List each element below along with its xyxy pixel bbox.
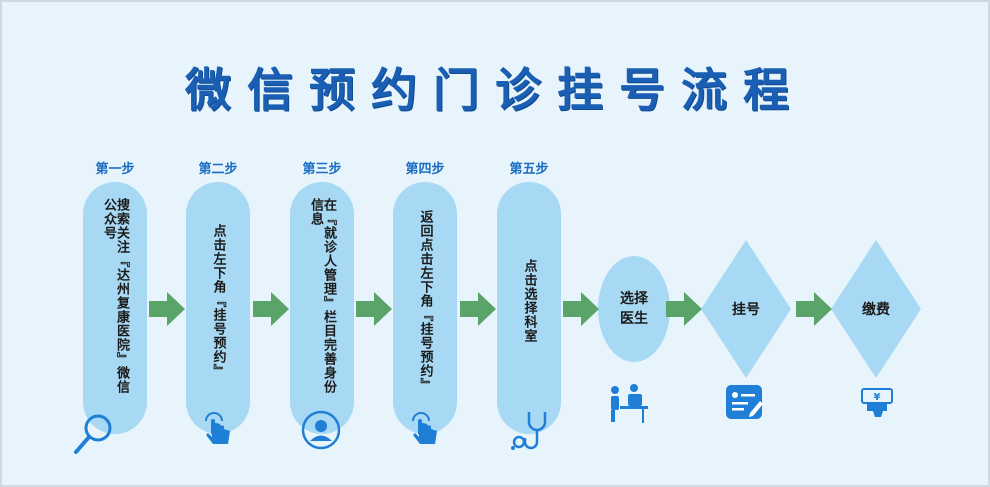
arrow-right-icon [563,292,599,326]
register-diamond: 挂号 [701,240,791,378]
step-1-label: 第一步 [95,162,135,177]
stethoscope-icon [511,412,547,450]
arrow-right-icon [253,292,289,326]
register-form-icon [726,385,763,419]
payment-hand-icon: ¥ [861,388,893,417]
arrow-right-icon [356,292,392,326]
step-3-label: 第三步 [302,162,342,177]
svg-text:¥: ¥ [874,392,881,403]
page-title: 微信预约门诊挂号流程 [185,63,805,117]
step-4-label: 第四步 [405,162,445,177]
step-5-box: 点击选择科室 [497,182,561,434]
step-1-box: 搜索关注『达州复康医院』微信公众号 [83,182,147,434]
step-3-box: 在『就诊人管理』栏目完善身份信息 [290,182,354,434]
register-text: 挂号 [732,302,760,318]
step-4-text: 返回点击左下角『挂号预约』 [417,209,433,392]
step-3-text: 在『就诊人管理』栏目完善身份信息 [308,198,336,394]
step-5-label: 第五步 [509,162,549,177]
person-icon [301,410,341,450]
step-5-text: 点击选择科室 [521,258,537,343]
payment-diamond: 缴费 [831,240,921,378]
payment-text: 缴费 [862,302,890,318]
tap-hand-icon [205,412,230,444]
step-2-text: 点击左下角『挂号预约』 [210,223,226,378]
tap-hand-icon [412,412,437,444]
step-4-box: 返回点击左下角『挂号预约』 [393,182,457,434]
step-2-box: 点击左下角『挂号预约』 [186,182,250,434]
step-2-label: 第二步 [198,162,238,177]
magnifier-icon [74,414,112,454]
arrow-right-icon [666,292,702,326]
select-doctor-oval: 选择医生 [598,256,670,362]
step-1-text: 搜索关注『达州复康医院』微信公众号 [101,198,129,394]
arrow-right-icon [460,292,496,326]
arrow-right-icon [149,292,185,326]
select-doctor-text: 选择医生 [620,291,648,327]
doctor-consult-icon [611,384,648,423]
arrow-right-icon [796,292,832,326]
